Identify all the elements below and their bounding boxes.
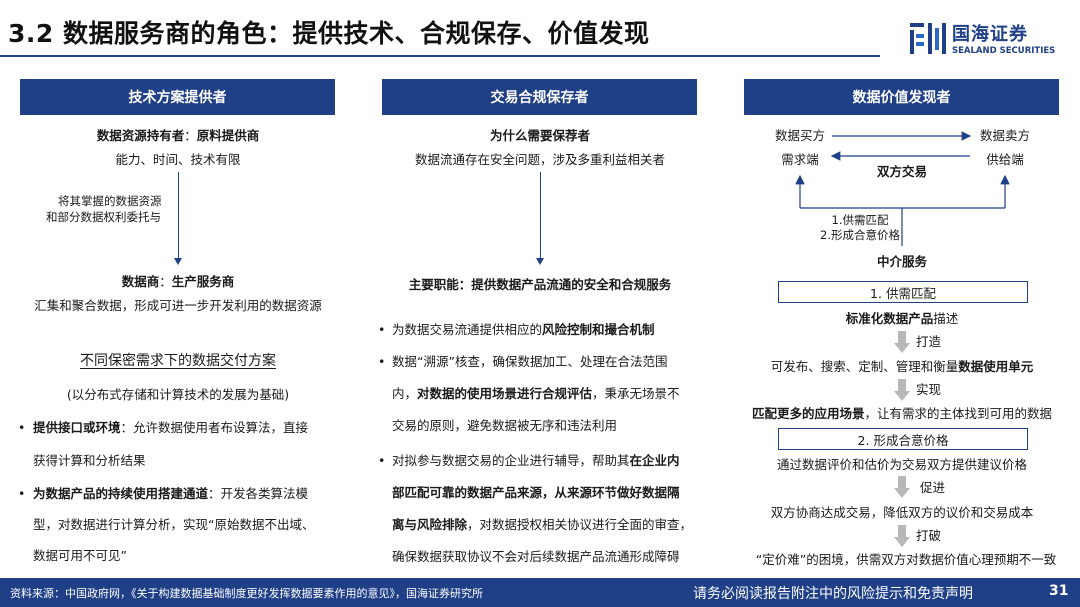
agency-service-title: 中介服务 [876, 254, 928, 269]
col3-header: 数据价值发现者 [744, 79, 1059, 115]
col2-bullet1: 为数据交易流通提供相应的风险控制和撮合机制 [392, 322, 655, 337]
supply-demand-box: 1. 供需匹配 [778, 281, 1028, 303]
seller-sublabel: 供给端 [986, 152, 1024, 167]
entrust-text-2: 和部分数据权利委托与 [46, 210, 161, 224]
page-title: 3.2 数据服务商的角色：提供技术、合规保存、价值发现 [8, 19, 650, 48]
seller-label: 数据卖方 [979, 128, 1031, 143]
dilemma-line: “定价难”的困境，供需双方对数据价值心理预期不一致 [755, 552, 1057, 567]
footer-disclaimer: 请务必阅读报告附注中的风险提示和免责声明 [693, 586, 973, 602]
consensus-price-box: 2. 形成合意价格 [778, 428, 1028, 450]
why-sponsor-title: 为什么需要保荐者 [489, 128, 591, 143]
gray-down-arrow-icon [894, 379, 910, 401]
logo-text-en: SEALAND SECURITIES [952, 46, 1056, 56]
col2-bullet3-line4: 确保数据获取协议不会对后续数据产品流通形成障碍 [392, 549, 680, 564]
bullet-icon: • [18, 486, 26, 501]
footer-source: 资料来源：中国政府网，《关于构建数据基础制度更好发挥数据要素作用的意见》，国海证… [10, 587, 483, 600]
col1-bullet2-line3: 数据可用不可见” [33, 548, 127, 563]
main-duty-line: 主要职能：提供数据产品流通的安全和合规服务 [408, 277, 672, 292]
match-note-2: 2.形成合意价格 [820, 228, 900, 242]
data-holder-line: 数据资源持有者：原料提供商 [96, 128, 260, 143]
bullet-icon: • [378, 453, 386, 468]
data-dealer-line: 数据商：生产服务商 [121, 274, 235, 289]
bullet-icon: • [378, 354, 386, 369]
match-note-1: 1.供需匹配 [831, 213, 889, 227]
data-holder-desc: 能力、时间、技术有限 [115, 152, 241, 167]
col1-bullet2-line2: 型，对数据进行计算分析，实现“原始数据不出域、 [33, 517, 315, 532]
delivery-scheme-subtitle: (以分布式存储和计算技术的发展为基础) [66, 387, 290, 402]
gray-down-arrow-icon [894, 331, 910, 353]
buyer-sublabel: 需求端 [781, 152, 819, 167]
realize-label: 实现 [916, 382, 942, 397]
make-label: 打造 [916, 334, 942, 349]
buyer-label: 数据买方 [774, 128, 826, 143]
why-sponsor-desc: 数据流通存在安全问题，涉及多重利益相关者 [414, 152, 666, 167]
col2-bullet3-line1: 对拟参与数据交易的企业进行辅导，帮助其在企业内 [392, 453, 680, 468]
title-divider [0, 55, 880, 57]
logo-text-cn: 国海证券 [952, 24, 1028, 45]
data-dealer-desc: 汇集和聚合数据，形成可进一步开发利用的数据资源 [34, 298, 322, 313]
col2-flow-line [540, 172, 541, 260]
entrust-text-1: 将其掌握的数据资源 [58, 194, 162, 208]
col1-bullet1-line1: 提供接口或环境：允许数据使用者布设算法，直接 [33, 420, 309, 435]
col1-flow-line [178, 172, 179, 260]
col2-header: 交易合规保存者 [382, 79, 697, 115]
footer-bar: 资料来源：中国政府网，《关于构建数据基础制度更好发挥数据要素作用的意见》，国海证… [0, 578, 1080, 607]
standard-product-line: 标准化数据产品描述 [845, 311, 959, 326]
col2-bullet2-line3: 交易的原则，避免数据被无序和违法利用 [392, 418, 618, 433]
col2-flow-arrow-icon [536, 258, 544, 265]
col2-bullet2-line2: 内，对数据的使用场景进行合规评估，秉承无场景不 [392, 386, 680, 401]
both-trade-label: 双方交易 [876, 164, 928, 179]
gray-down-arrow-icon [894, 525, 910, 547]
promote-label: 促进 [920, 480, 946, 495]
bullet-icon: • [378, 322, 386, 337]
company-logo: 国海证券 SEALAND SECURITIES [908, 20, 1068, 60]
delivery-scheme-title: 不同保密需求下的数据交付方案 [80, 353, 276, 369]
col1-bullet2-line1: 为数据产品的持续使用搭建通道：开发各类算法模 [33, 486, 309, 501]
bullet-icon: • [18, 420, 26, 435]
negotiate-line: 双方协商达成交易，降低双方的议价和交易成本 [770, 505, 1034, 520]
col2-bullet2-line1: 数据“溯源”核查，确保数据加工、处理在合法范围 [392, 354, 668, 369]
col2-bullet3-line2: 部匹配可靠的数据产品来源，从来源环节做好数据隔 [392, 485, 680, 500]
gray-down-arrow-icon [894, 476, 910, 498]
sealand-logo-icon [910, 23, 946, 54]
col1-header: 技术方案提供者 [20, 79, 335, 115]
page-number: 31 [1049, 583, 1069, 599]
evaluation-line: 通过数据评价和估价为交易双方提供建议价格 [776, 457, 1028, 472]
col2-bullet3-line3: 离与风险排除，对数据授权相关协议进行全面的审查， [392, 517, 693, 532]
trade-diagram [795, 131, 1010, 246]
scene-line: 匹配更多的应用场景，让有需求的主体找到可用的数据 [751, 406, 1053, 421]
publish-line: 可发布、搜索、定制、管理和衡量数据使用单元 [770, 359, 1034, 374]
col1-flow-arrow-icon [174, 258, 182, 265]
col1-bullet1-line2: 获得计算和分析结果 [33, 453, 146, 468]
break-label: 打破 [916, 528, 942, 543]
